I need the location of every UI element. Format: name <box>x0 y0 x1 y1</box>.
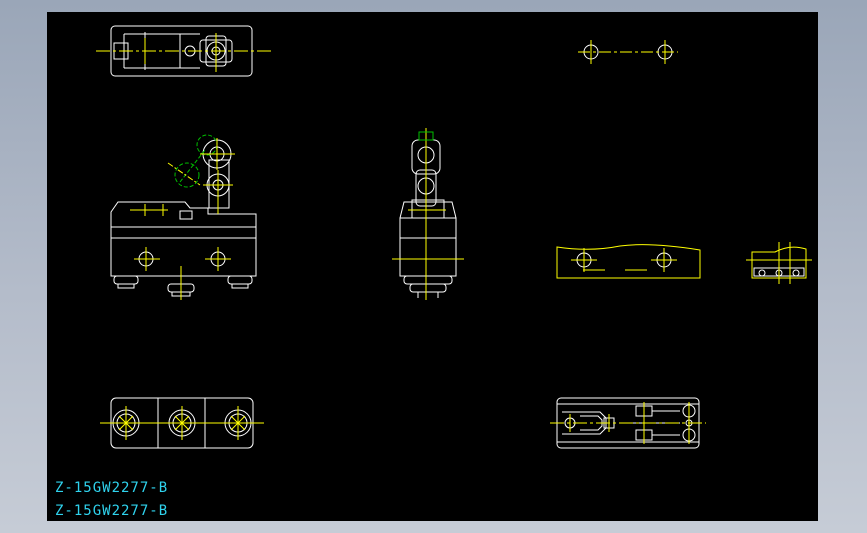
end-section-centerlines <box>746 242 812 284</box>
drawing-label-1: Z-15GW2277-B <box>55 480 169 496</box>
top-view-centerlines <box>96 33 272 72</box>
mounting-hole-pair <box>578 40 678 64</box>
front-view-centerlines <box>130 138 235 300</box>
side-view-hidden <box>418 131 434 141</box>
section-view-centerlines <box>571 248 677 272</box>
drawing-label-2: Z-15GW2277-B <box>55 503 169 519</box>
bottom-view-centerlines <box>100 406 264 440</box>
drawing-canvas <box>47 12 818 521</box>
side-view-centerlines <box>392 128 464 300</box>
plan-view-centerlines <box>550 402 706 444</box>
